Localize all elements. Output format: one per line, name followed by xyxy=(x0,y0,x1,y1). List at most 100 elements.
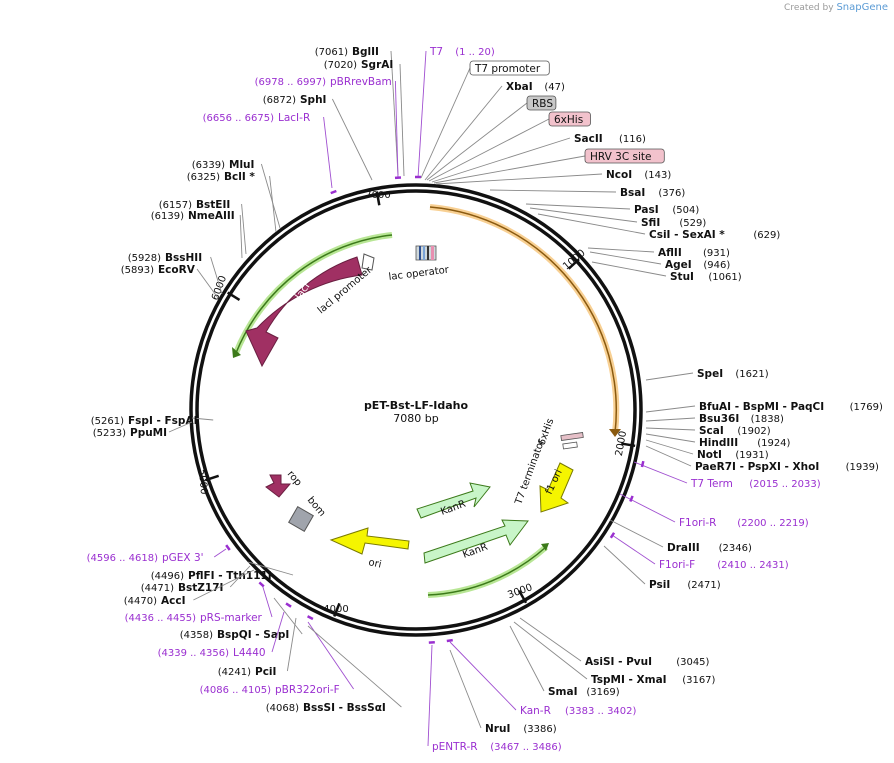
enzyme-37[interactable]: StuI(1061) xyxy=(591,261,742,283)
enzyme-30[interactable]: NcoI (143) xyxy=(435,169,671,185)
kanR-arrow-2[interactable] xyxy=(423,519,529,564)
enzyme-6[interactable]: (6325)BclI * xyxy=(187,171,277,233)
leader-line xyxy=(241,203,247,255)
site-position: (3386) xyxy=(523,724,556,735)
orf-lacI-arc[interactable] xyxy=(235,234,393,354)
leader-line xyxy=(427,644,433,747)
primer-45[interactable]: T7 Term(2015 .. 2033) xyxy=(633,460,821,490)
enzyme-49[interactable]: PsiI(2471) xyxy=(603,545,721,591)
primer-46[interactable]: F1ori-R(2200 .. 2219) xyxy=(619,493,809,529)
leader-line xyxy=(399,63,405,177)
site-name: SpeI xyxy=(697,368,723,380)
enzyme-22[interactable]: (4068)BssSI - BssSαI xyxy=(266,625,402,714)
orf-kanR-arc[interactable] xyxy=(427,546,547,596)
enzyme-52[interactable]: SmaI(3169) xyxy=(509,625,620,698)
site-name: BssHII xyxy=(165,252,202,264)
enzyme-18[interactable]: (4358)BspQI - SapI xyxy=(180,597,303,641)
primer-4[interactable]: (6656 .. 6675)LacI-R xyxy=(203,112,337,195)
enzyme-42[interactable]: HindIII(1924) xyxy=(645,433,791,449)
site-position: (143) xyxy=(644,170,671,181)
primer-53[interactable]: Kan-R(3383 .. 3402) xyxy=(446,638,637,717)
ruler-tick-label: 2000 xyxy=(614,430,629,457)
brand-name: SnapGene xyxy=(836,2,888,13)
feature-label-box xyxy=(548,111,591,127)
enzyme-36[interactable]: AgeI(946) xyxy=(589,251,730,271)
site-name: NcoI xyxy=(606,169,632,181)
enzyme-16[interactable]: (4470)AccI xyxy=(124,569,255,607)
enzyme-33[interactable]: SfiI(529) xyxy=(529,207,706,229)
primer-48[interactable]: F1ori-F(2410 .. 2431) xyxy=(609,532,789,571)
site-name: T7 Term xyxy=(690,478,733,490)
site-name: HindIII xyxy=(699,437,738,449)
enzyme-39[interactable]: BfuAI - BspMI - PaqCI(1769) xyxy=(645,401,883,413)
enzyme-11[interactable]: (5261)FspI - FspAI xyxy=(91,415,214,427)
enzyme-3[interactable]: (6872)SphI xyxy=(263,94,373,181)
enzyme-10[interactable]: (5893)EcoRV xyxy=(121,264,219,299)
site-position: (1061) xyxy=(708,272,741,283)
primer-55[interactable]: pENTR-R(3467 .. 3486) xyxy=(427,641,562,753)
primer-2[interactable]: (6978 .. 6997)pBRrevBam xyxy=(255,76,402,180)
site-name: TspMI - XmaI xyxy=(591,674,667,686)
lac-operator-label: lac operator xyxy=(388,265,450,283)
enzyme-54[interactable]: NruI(3386) xyxy=(449,649,557,735)
primer-site-marker xyxy=(446,638,453,643)
f1-ori-arrow[interactable] xyxy=(539,462,574,513)
enzyme-9[interactable]: (5928) BssHII xyxy=(128,252,223,295)
lacI-arrow[interactable] xyxy=(245,256,363,368)
feature-label-box xyxy=(469,60,550,76)
enzyme-5[interactable]: (6339)MluI xyxy=(192,159,281,229)
enzyme-50[interactable]: AsiSI - PvuI(3045) xyxy=(519,617,710,668)
leader-line xyxy=(168,421,193,433)
enzyme-47[interactable]: DraIII(2346) xyxy=(609,519,752,554)
leader-line xyxy=(619,493,676,523)
enzyme-51[interactable]: TspMI - XmaI (3167) xyxy=(513,621,716,686)
enzyme-44[interactable]: PaeR7I - PspXI - XhoI(1939) xyxy=(645,445,879,473)
site-position: (3167) xyxy=(682,675,715,686)
feature-26[interactable]: RBS xyxy=(426,95,557,181)
enzyme-34[interactable]: CsiI - SexAI *(629) xyxy=(537,213,780,241)
enzyme-12[interactable]: (5233)PpuMI xyxy=(93,421,193,439)
primer-site-marker xyxy=(225,544,231,551)
site-name: PciI xyxy=(255,666,276,678)
site-name: SmaI xyxy=(548,686,578,698)
primer-19[interactable]: (4339 .. 4356)L4440 xyxy=(158,602,292,659)
ori-arrow[interactable] xyxy=(329,527,410,555)
site-position: (5928) xyxy=(128,253,161,264)
bom-box[interactable] xyxy=(288,506,314,532)
feature-24[interactable]: T7 promoter xyxy=(420,60,550,179)
lacI-promoter-arrow[interactable] xyxy=(361,253,375,271)
feature-label-text: HRV 3C site xyxy=(590,151,651,163)
enzyme-35[interactable]: AflII(931) xyxy=(587,247,730,259)
enzyme-8[interactable]: (6139)NmeAIII xyxy=(151,210,243,259)
site-position: (4596 .. 4618) xyxy=(87,553,159,564)
enzyme-41[interactable]: ScaI(1902) xyxy=(645,425,771,437)
t7-terminator-box[interactable] xyxy=(562,441,578,450)
inner-6xhis-box[interactable] xyxy=(560,432,584,441)
enzyme-40[interactable]: Bsu36I(1838) xyxy=(645,413,784,425)
orf-orange-arc[interactable] xyxy=(429,206,618,434)
enzyme-20[interactable]: (4241)PciI xyxy=(218,617,297,678)
rop-arrow[interactable] xyxy=(265,474,292,498)
feature-27[interactable]: 6xHis xyxy=(428,111,591,182)
ruler-tick-0 xyxy=(567,258,580,270)
kanR-arrow-1[interactable] xyxy=(416,482,491,519)
feature-29[interactable]: HRV 3C site xyxy=(433,148,665,184)
enzyme-0[interactable]: (7061)BglII xyxy=(315,46,399,176)
enzyme-28[interactable]: SacII(116) xyxy=(431,133,646,183)
enzyme-1[interactable]: (7020)SgrAI xyxy=(324,59,405,177)
feature-marker-hrv3c xyxy=(431,246,434,260)
leader-line xyxy=(645,427,696,431)
enzyme-25[interactable]: XbaI(47) xyxy=(424,81,565,181)
site-position: (7061) xyxy=(315,47,348,58)
primer-17[interactable]: (4436 .. 4455)pRS-marker xyxy=(125,581,273,624)
enzyme-43[interactable]: NotI(1931) xyxy=(645,439,769,461)
site-position: (6978 .. 6997) xyxy=(255,77,327,88)
enzyme-14[interactable]: (4496)PflFI - Tth111I xyxy=(151,561,294,582)
enzyme-38[interactable]: SpeI(1621) xyxy=(645,368,769,381)
primer-13[interactable]: (4596 .. 4618)pGEX 3' xyxy=(87,544,231,564)
enzyme-31[interactable]: BsaI(376) xyxy=(489,187,685,199)
enzyme-32[interactable]: PasI(504) xyxy=(525,203,699,216)
primer-23[interactable]: T7(1 .. 20) xyxy=(414,46,495,179)
enzyme-7[interactable]: (6157)BstEII xyxy=(159,199,247,255)
primer-site-marker xyxy=(640,460,645,468)
